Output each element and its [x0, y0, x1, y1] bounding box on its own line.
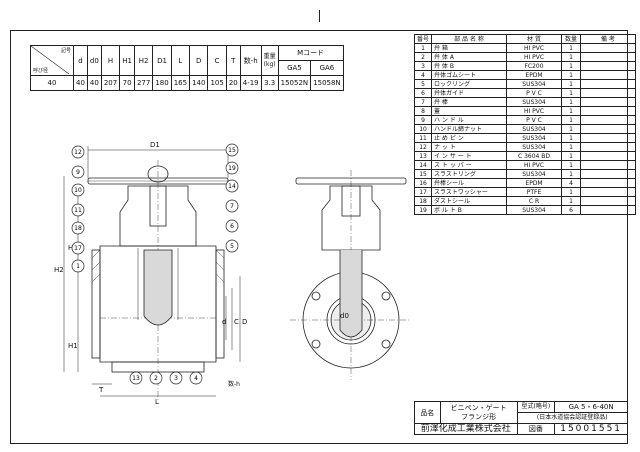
- callout-bubble: [149, 371, 163, 385]
- dim-label-H1: H1: [68, 342, 78, 350]
- side-view: [290, 170, 410, 380]
- callout-bubble: [225, 239, 239, 253]
- dims-header-D: D: [189, 45, 209, 76]
- title-company: 前澤化成工業株式会社: [414, 423, 518, 435]
- sheet-center-mark: [319, 10, 320, 22]
- dims-diag-bottom: 呼び径: [33, 68, 49, 74]
- callout-number: 10: [74, 187, 82, 194]
- callout-number: 7: [230, 203, 234, 210]
- dim-label-H2: H2: [54, 266, 64, 274]
- callout-bubble: [169, 371, 183, 385]
- callout-bubble: [225, 161, 239, 175]
- dims-cell-8: 140: [189, 75, 209, 91]
- dims-cell-0: 40: [30, 75, 74, 91]
- title-block: 品名 ビニペン・ゲート フランジ形 型式(略号) GA 5・6-40N (日本水…: [414, 401, 629, 435]
- front-view: [87, 160, 229, 400]
- callout-bubble: [225, 179, 239, 193]
- part-callouts: 12 9 10 11 18 17 1 15 19 14 7 6 5 13 2 3 4: [71, 143, 239, 385]
- callout-bubble: [71, 183, 85, 197]
- callout-bubble: [129, 371, 143, 385]
- dim-label-H: H: [68, 244, 73, 252]
- callout-bubble: [189, 371, 203, 385]
- callout-bubble: [225, 143, 239, 157]
- dim-label-D1: D1: [150, 141, 160, 149]
- callout-number: 6: [230, 223, 234, 230]
- callout-bubble: [71, 259, 85, 273]
- callout-number: 11: [74, 207, 82, 214]
- callout-number: 12: [74, 149, 82, 156]
- callout-number: 15: [228, 147, 236, 154]
- dims-cell-7: 165: [170, 75, 191, 91]
- callout-bubble: [71, 145, 85, 159]
- callout-number: 3: [174, 375, 178, 382]
- part-note: [580, 205, 637, 215]
- title-product-line1: ビニペン・ゲート: [450, 403, 507, 412]
- callout-number: 5: [230, 243, 234, 250]
- dims-cell-12: 3.3: [260, 75, 279, 91]
- callout-number: 18: [74, 225, 82, 232]
- dims-header-C: C: [207, 45, 227, 76]
- dimensions-table: 記号 呼び径 d d0 H H1 H2 D1 L D C T 数-h 重量 (k…: [30, 45, 344, 91]
- drawing-sheet: [10, 30, 628, 444]
- dims-header-D1: D1: [152, 45, 172, 76]
- dims-cell-13: 15052N: [277, 75, 312, 91]
- callout-number: 2: [154, 375, 158, 382]
- callout-bubble: [71, 221, 85, 235]
- dim-label-T: T: [98, 386, 104, 394]
- callout-number: 17: [74, 245, 82, 252]
- dim-label-d0: d0: [340, 312, 349, 320]
- dim-label-d: d: [222, 318, 226, 326]
- callout-number: 19: [228, 165, 236, 172]
- dims-cell-3: 207: [100, 75, 121, 91]
- dim-label-C: C: [234, 318, 239, 326]
- callout-number: 14: [228, 183, 236, 190]
- dims-cell-4: 70: [119, 75, 135, 91]
- callout-number: 9: [76, 169, 80, 176]
- callout-bubble: [225, 219, 239, 233]
- dim-label-L: L: [155, 398, 159, 406]
- callout-number: 13: [132, 375, 140, 382]
- callout-bubble: [71, 165, 85, 179]
- dim-label-D: D: [242, 318, 247, 326]
- callout-number: 1: [76, 263, 80, 270]
- dims-cell-6: 180: [152, 75, 172, 91]
- callout-number: 4: [194, 375, 198, 382]
- callout-bubble: [225, 199, 239, 213]
- part-no: 19: [413, 205, 433, 215]
- title-product-line2: フランジ形: [461, 412, 497, 421]
- callout-bubble: [71, 241, 85, 255]
- dims-diag-top: 記号: [60, 48, 71, 54]
- dims-diagonal-header: 記号 呼び径: [30, 45, 74, 76]
- dims-cell-9: 105: [207, 75, 227, 91]
- dims-header-H: H: [100, 45, 121, 76]
- dim-label-bolts: 数-h: [228, 380, 240, 388]
- callout-bubble: [71, 203, 85, 217]
- dims-cell-14: 15058N: [310, 75, 344, 91]
- dims-cell-5: 277: [133, 75, 154, 91]
- title-drawing-number: 15001551: [554, 423, 628, 435]
